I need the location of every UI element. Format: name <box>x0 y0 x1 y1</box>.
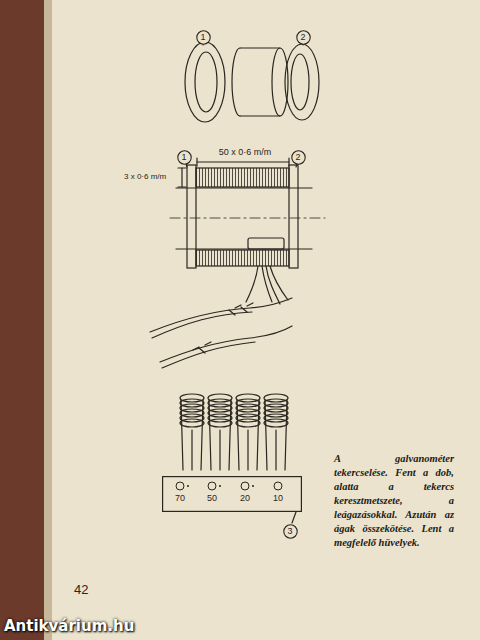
winding-loop <box>180 394 204 402</box>
page <box>52 0 480 640</box>
callout-circle: 2 <box>296 30 311 45</box>
dimension-label: 50 x 0·6 m/m <box>217 147 274 157</box>
winding-loop <box>264 419 288 427</box>
separator-dot <box>187 485 189 487</box>
winding-loop <box>264 399 288 407</box>
winding-loop <box>180 404 204 412</box>
terminal-number: 10 <box>273 494 283 503</box>
winding-loop <box>208 399 232 407</box>
winding-loop <box>264 404 288 412</box>
callout-number: 1 <box>200 33 205 42</box>
winding-loop <box>236 399 260 407</box>
winding-loop <box>180 409 204 417</box>
winding-loop <box>208 404 232 412</box>
book-edge <box>0 0 52 640</box>
coil-windings <box>180 394 288 470</box>
socket-hole <box>241 482 249 490</box>
terminal-number: 50 <box>207 494 217 503</box>
winding-loop <box>208 394 232 402</box>
separator-dot <box>219 485 221 487</box>
callout-number: 2 <box>295 153 300 162</box>
page-number: 42 <box>74 582 88 597</box>
lead-wire <box>219 430 220 470</box>
socket-hole <box>274 482 282 490</box>
winding-loop <box>208 419 232 427</box>
socket-hole <box>208 482 216 490</box>
callout-circle: 1 <box>196 30 211 45</box>
winding-loop <box>180 414 204 422</box>
lead-wire <box>275 430 276 470</box>
callout-number: 1 <box>181 153 186 162</box>
figure-caption: A galvanométer tekercselése. Fent a dob,… <box>334 452 454 550</box>
winding-loop <box>236 394 260 402</box>
winding-loop <box>236 419 260 427</box>
wire-joints <box>150 298 292 368</box>
separator-dot <box>252 485 254 487</box>
winding-loop <box>264 394 288 402</box>
socket-hole <box>176 482 184 490</box>
lead-wire <box>191 430 192 470</box>
winding-loop <box>208 409 232 417</box>
winding-loop <box>236 409 260 417</box>
lead-wire <box>247 430 248 470</box>
wire-bundle <box>237 400 259 470</box>
callout-circle: 2 <box>291 150 306 165</box>
winding-loop <box>264 409 288 417</box>
drum-parts <box>185 42 319 122</box>
page-edge <box>44 0 52 640</box>
coil-cross-section <box>170 158 325 304</box>
dimension-label: 3 x 0·6 m/m <box>122 172 168 181</box>
winding-loop <box>180 419 204 427</box>
callout-number: 3 <box>287 527 292 536</box>
winding-loop <box>208 414 232 422</box>
winding-loop <box>236 414 260 422</box>
leader-line <box>292 512 296 523</box>
terminal-block: 70 50 20 10 <box>162 476 302 512</box>
winding-loop <box>264 414 288 422</box>
terminal-number: 70 <box>175 494 185 503</box>
callout-number: 2 <box>300 33 305 42</box>
winding-loop <box>180 399 204 407</box>
wire-bundle <box>265 400 287 470</box>
terminal-number: 20 <box>240 494 250 503</box>
callout-circle: 3 <box>283 524 298 539</box>
callout-circle: 1 <box>177 150 192 165</box>
wire-bundle <box>209 400 231 470</box>
wire-bundle <box>181 400 203 470</box>
watermark: Antikvárium.hu <box>4 617 134 635</box>
winding-loop <box>236 404 260 412</box>
